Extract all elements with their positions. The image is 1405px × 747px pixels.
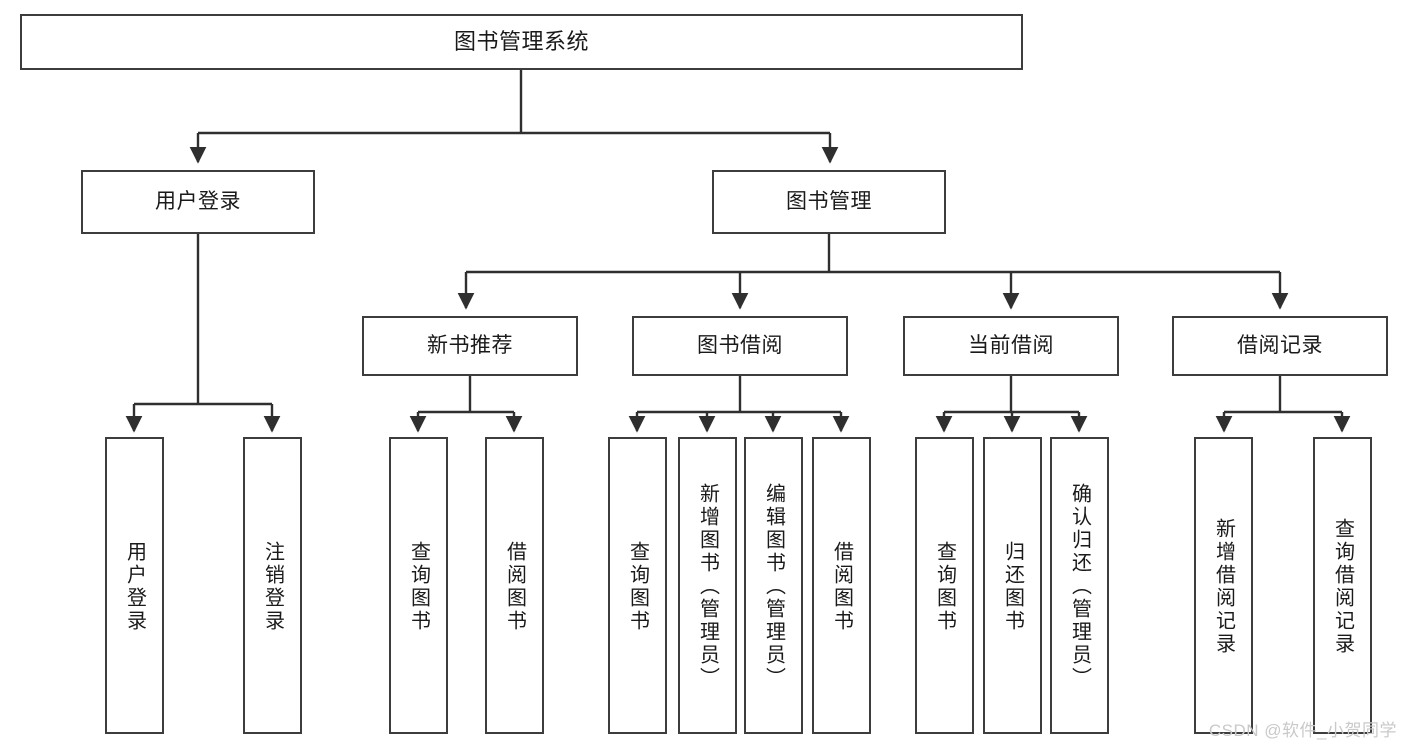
leaf-borrow-record-query[interactable]: 查询借阅记录 — [1313, 437, 1372, 734]
leaf-current-borrow-query[interactable]: 查询图书 — [915, 437, 974, 734]
leaf-book-borrow-add[interactable]: 新增图书（管理员） — [678, 437, 737, 734]
csdn-watermark: CSDN @软件_小贺同学 — [1208, 721, 1397, 740]
leaf-book-borrow-edit-label: 编辑图书（管理员） — [762, 483, 785, 690]
node-new-book-recommend[interactable]: 新书推荐 — [362, 316, 578, 376]
leaf-new-book-query[interactable]: 查询图书 — [389, 437, 448, 734]
node-book-borrow[interactable]: 图书借阅 — [632, 316, 848, 376]
node-borrow-record[interactable]: 借阅记录 — [1172, 316, 1388, 376]
leaf-book-borrow-borrow[interactable]: 借阅图书 — [812, 437, 871, 734]
leaf-new-book-query-label: 查询图书 — [407, 540, 430, 633]
leaf-new-book-borrow-label: 借阅图书 — [503, 540, 526, 633]
node-user-login-label: 用户登录 — [155, 189, 241, 213]
node-root-label: 图书管理系统 — [453, 29, 589, 55]
leaf-user-login-login[interactable]: 用户登录 — [105, 437, 164, 734]
node-borrow-record-label: 借阅记录 — [1237, 333, 1323, 357]
leaf-book-borrow-add-label: 新增图书（管理员） — [696, 483, 719, 690]
leaf-user-login-logout-label: 注销登录 — [261, 540, 284, 633]
leaf-current-borrow-confirm-return-label: 确认归还（管理员） — [1068, 483, 1091, 690]
leaf-user-login-logout[interactable]: 注销登录 — [243, 437, 302, 734]
leaf-current-borrow-confirm-return[interactable]: 确认归还（管理员） — [1050, 437, 1109, 734]
leaf-current-borrow-return[interactable]: 归还图书 — [983, 437, 1042, 734]
leaf-book-borrow-edit[interactable]: 编辑图书（管理员） — [744, 437, 803, 734]
node-root[interactable]: 图书管理系统 — [20, 14, 1023, 70]
node-book-management-label: 图书管理 — [786, 189, 872, 213]
leaf-book-borrow-borrow-label: 借阅图书 — [830, 540, 853, 633]
leaf-user-login-login-label: 用户登录 — [123, 540, 146, 633]
leaf-borrow-record-add[interactable]: 新增借阅记录 — [1194, 437, 1253, 734]
leaf-borrow-record-add-label: 新增借阅记录 — [1212, 517, 1235, 656]
node-book-management[interactable]: 图书管理 — [712, 170, 946, 234]
node-current-borrow[interactable]: 当前借阅 — [903, 316, 1119, 376]
node-book-borrow-label: 图书借阅 — [697, 333, 783, 357]
node-new-book-recommend-label: 新书推荐 — [427, 333, 513, 357]
node-current-borrow-label: 当前借阅 — [968, 333, 1054, 357]
leaf-book-borrow-query-label: 查询图书 — [626, 540, 649, 633]
leaf-new-book-borrow[interactable]: 借阅图书 — [485, 437, 544, 734]
node-user-login[interactable]: 用户登录 — [81, 170, 315, 234]
leaf-borrow-record-query-label: 查询借阅记录 — [1331, 517, 1354, 656]
leaf-current-borrow-return-label: 归还图书 — [1001, 540, 1024, 633]
leaf-current-borrow-query-label: 查询图书 — [933, 540, 956, 633]
leaf-book-borrow-query[interactable]: 查询图书 — [608, 437, 667, 734]
